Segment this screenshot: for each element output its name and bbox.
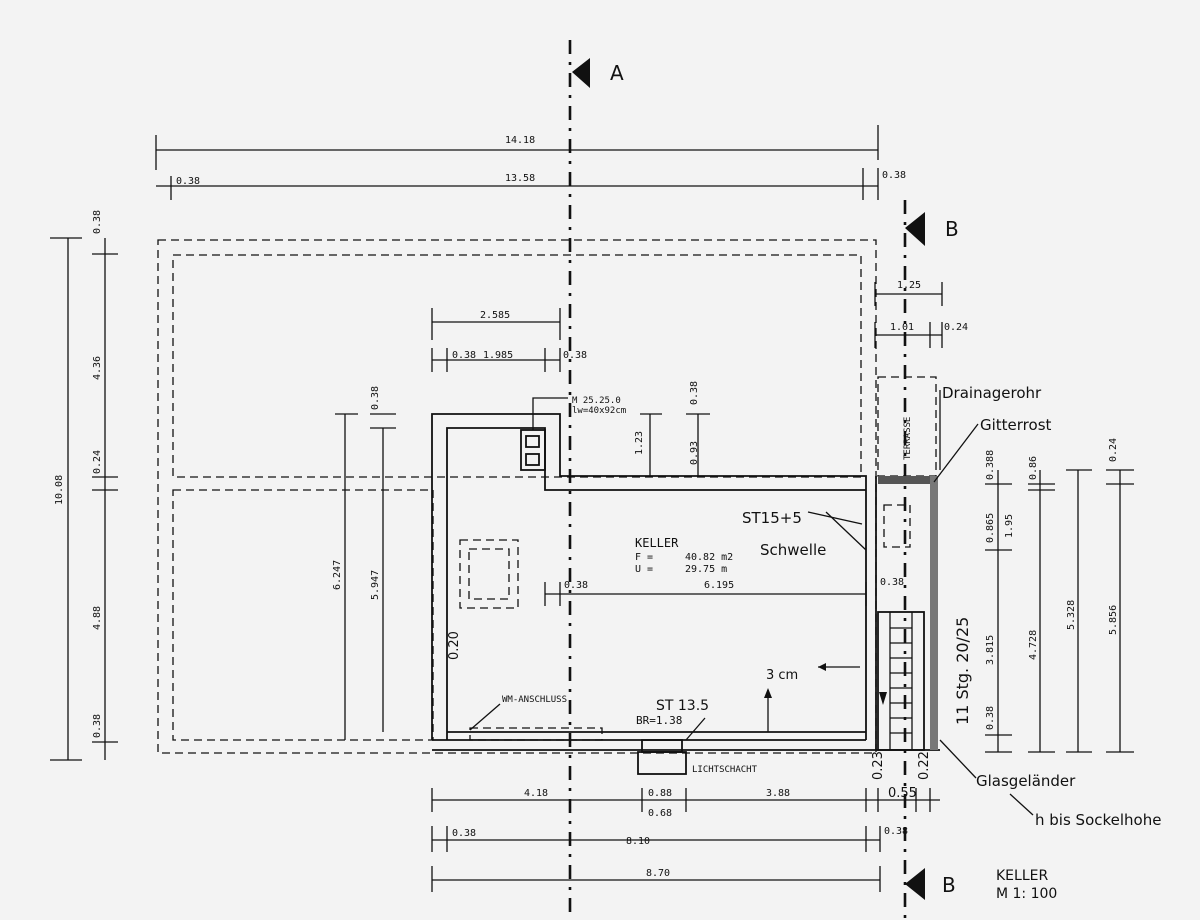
room-info: KELLER F = 40.82 m2 U = 29.75 m — [635, 536, 733, 575]
svg-text:0.38: 0.38 — [92, 210, 103, 234]
svg-text:0.38: 0.38 — [92, 714, 103, 738]
railing-height-label: h bis Sockelhohe — [1035, 811, 1161, 829]
svg-text:1.985: 1.985 — [483, 350, 513, 361]
section-label-a: A — [610, 61, 624, 85]
bottom-dimension-chains: 4.18 0.88 0.68 3.88 0.23 0.55 0.22 0.38 … — [431, 751, 940, 892]
stairs-label: 11 Stg. 20/25 — [953, 617, 972, 725]
svg-text:0.38: 0.38 — [563, 350, 587, 361]
svg-text:8.70: 8.70 — [646, 868, 670, 879]
terrace-dims: 1.25 1.01 0.24 — [874, 280, 968, 348]
window-br-label: BR=1.38 — [636, 714, 682, 727]
svg-text:0.38: 0.38 — [564, 580, 588, 591]
wm-connection: WM-ANSCHLUSS — [469, 695, 603, 741]
section-marker-b-bottom: B — [905, 868, 956, 900]
svg-text:0.38: 0.38 — [884, 826, 908, 837]
grate-label: Gitterrost — [980, 416, 1052, 434]
svg-text:5.328: 5.328 — [1066, 600, 1077, 630]
interior-vertical-dims: 6.247 5.947 0.38 1.23 0.93 0.38 — [332, 381, 710, 740]
wm-label: WM-ANSCHLUSS — [502, 695, 567, 705]
svg-text:0.88: 0.88 — [648, 788, 672, 799]
svg-text:0.388: 0.388 — [985, 450, 996, 480]
sill-label: Schwelle — [760, 541, 826, 559]
area-value: 40.82 m2 — [685, 552, 733, 563]
room-name: KELLER — [635, 536, 679, 550]
railing-label: Glasgeländer — [976, 772, 1076, 790]
svg-text:1.25: 1.25 — [897, 280, 921, 291]
svg-text:0.38: 0.38 — [452, 350, 476, 361]
svg-text:4.18: 4.18 — [524, 788, 548, 799]
svg-text:4.36: 4.36 — [92, 356, 103, 380]
lightwell-label: LICHTSCHACHT — [692, 765, 758, 775]
terrace-label: TERRASSE — [903, 417, 913, 460]
svg-text:0.38: 0.38 — [452, 828, 476, 839]
annotations: Drainagerohr Gitterrost ST15+5 Schwelle … — [742, 384, 1161, 829]
section-label-b-bottom: B — [942, 873, 956, 897]
section-marker-a: A — [572, 58, 624, 88]
area-label: F = — [635, 552, 653, 563]
svg-text:2.585: 2.585 — [480, 310, 510, 321]
chimney: M 25.25.0 lw=40x92cm — [520, 396, 626, 471]
section-marker-b-top: B — [905, 212, 959, 246]
chimney-dimensions: 2.585 0.38 1.985 0.38 — [431, 308, 587, 372]
svg-text:0.55: 0.55 — [888, 786, 917, 801]
storage-box — [459, 539, 519, 609]
slope-indicator: 3 cm — [764, 663, 860, 732]
perimeter-value: 29.75 m — [685, 564, 727, 575]
svg-text:10.08: 10.08 — [54, 475, 65, 505]
upper-room-outline — [172, 254, 862, 478]
svg-text:0.93: 0.93 — [689, 441, 700, 465]
svg-text:0.38: 0.38 — [882, 170, 906, 181]
step-label: ST15+5 — [742, 509, 802, 527]
title-name: KELLER — [996, 868, 1048, 884]
section-label-b-top: B — [945, 217, 959, 241]
drawing-title: KELLER M 1: 100 — [996, 868, 1057, 902]
svg-text:0.24: 0.24 — [1108, 438, 1119, 462]
svg-text:1.01: 1.01 — [890, 322, 914, 333]
left-dimension-chain: 10.08 0.38 4.36 0.24 4.88 0.38 — [50, 210, 118, 761]
svg-text:4.88: 4.88 — [92, 606, 103, 630]
svg-text:5.947: 5.947 — [370, 570, 381, 600]
svg-text:0.86: 0.86 — [1028, 456, 1039, 480]
svg-text:4.728: 4.728 — [1028, 630, 1039, 660]
svg-text:3.815: 3.815 — [985, 635, 996, 665]
chimney-label: M 25.25.0 — [572, 396, 621, 406]
svg-text:8.10: 8.10 — [626, 836, 650, 847]
svg-text:14.18: 14.18 — [505, 135, 535, 146]
svg-text:0.38: 0.38 — [880, 577, 904, 588]
window-st-label: ST 13.5 — [656, 698, 709, 714]
terrace-area: TERRASSE — [877, 376, 938, 750]
svg-text:5.856: 5.856 — [1108, 605, 1119, 635]
svg-text:1.95: 1.95 — [1004, 514, 1015, 538]
drain-label: Drainagerohr — [942, 384, 1042, 402]
svg-text:0.24: 0.24 — [92, 450, 103, 474]
perimeter-label: U = — [635, 564, 653, 575]
cellar-walls — [431, 413, 940, 751]
svg-text:6.195: 6.195 — [704, 580, 734, 591]
svg-text:0.24: 0.24 — [944, 322, 968, 333]
room-width-dim: 0.38 6.195 0.38 — [544, 577, 904, 606]
outer-foundation — [157, 239, 877, 754]
svg-text:0.865: 0.865 — [985, 513, 996, 543]
svg-text:0.38: 0.38 — [689, 381, 700, 405]
slope-label: 3 cm — [766, 668, 798, 683]
window-lightwell: ST 13.5 BR=1.38 LICHTSCHACHT — [636, 698, 758, 775]
top-dimension-chain: 14.18 0.38 13.58 0.38 — [155, 125, 906, 200]
svg-text:0.38: 0.38 — [370, 386, 381, 410]
title-scale: M 1: 100 — [996, 886, 1057, 902]
svg-text:0.68: 0.68 — [648, 808, 672, 819]
lower-room-outline — [172, 489, 434, 741]
right-dimension-chains: 0.388 0.865 3.815 0.38 1.95 0.86 4.728 5… — [985, 438, 1134, 753]
chimney-size: lw=40x92cm — [572, 406, 626, 416]
stairs: 11 Stg. 20/25 — [877, 611, 972, 751]
svg-text:0.23: 0.23 — [871, 751, 886, 780]
svg-text:0.22: 0.22 — [917, 751, 932, 780]
svg-text:3.88: 3.88 — [766, 788, 790, 799]
svg-text:13.58: 13.58 — [505, 173, 535, 184]
svg-text:6.247: 6.247 — [332, 560, 343, 590]
svg-text:0.38: 0.38 — [985, 706, 996, 730]
insulation-label: 0.20 — [447, 631, 462, 660]
svg-text:1.23: 1.23 — [634, 431, 645, 455]
svg-text:0.38: 0.38 — [176, 176, 200, 187]
